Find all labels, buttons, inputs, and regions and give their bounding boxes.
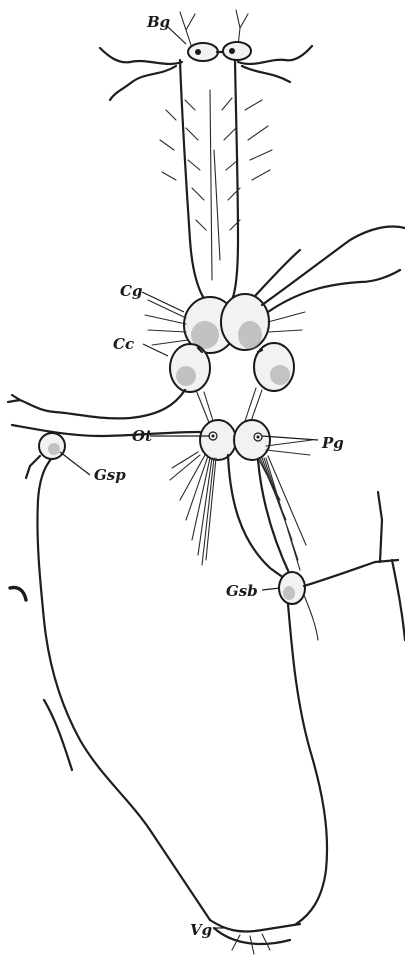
visceral-ganglion	[210, 920, 300, 954]
label-ot: Ot	[132, 427, 152, 445]
supra-ganglion-left	[10, 433, 210, 920]
label-gsb: Gsb	[226, 582, 258, 600]
label-vg: Vg	[190, 921, 212, 939]
label-cc: Cc	[113, 335, 134, 353]
cerebral-ganglia	[145, 227, 405, 354]
label-gsp: Gsp	[94, 466, 126, 484]
label-bg: Bg	[146, 13, 170, 31]
pedal-ganglia	[170, 388, 312, 570]
left-pallial-nerve	[8, 390, 200, 436]
label-pg: Pg	[321, 434, 344, 452]
pleural-ganglia	[170, 343, 294, 392]
buccal-ganglia	[180, 10, 251, 61]
label-cg: Cg	[120, 282, 142, 300]
oesophagus-tube	[100, 46, 312, 300]
sub-ganglion-right	[228, 455, 405, 924]
